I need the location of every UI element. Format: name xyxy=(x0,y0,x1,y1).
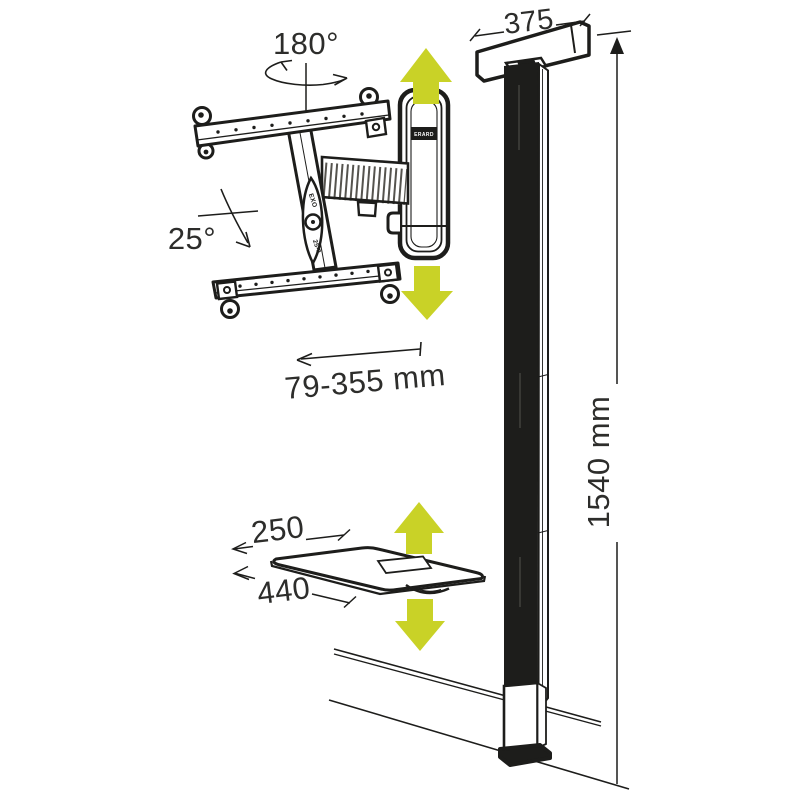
arm-badge-top-label: EXO xyxy=(307,193,318,209)
bottom-bar-edge xyxy=(214,273,400,294)
skirting-line-bottom xyxy=(333,653,602,727)
shelf-width-label: 440 xyxy=(255,570,312,611)
shelf-width-dim-arrowhead xyxy=(232,565,250,581)
wall-plate-hook xyxy=(386,211,400,235)
top-bar-left-hook-hole xyxy=(203,149,209,155)
brand-label: ERARD xyxy=(414,132,434,138)
bottom-bar-right-screw xyxy=(384,268,392,277)
depth-dim-tick xyxy=(337,528,351,542)
column-foot xyxy=(498,743,552,767)
top-mount-bar xyxy=(192,87,392,160)
depth-dim-arrowhead xyxy=(231,541,248,555)
floor-lines xyxy=(328,648,630,790)
width-dim-line-right xyxy=(555,20,586,26)
width-dim-line-left xyxy=(474,31,505,37)
shelf-support-bracket xyxy=(405,584,450,595)
up-arrow-icon xyxy=(400,48,452,104)
wall-column: 375 xyxy=(469,3,591,767)
shelf-depth-label: 250 xyxy=(249,509,306,550)
crossbar-endcap-edge xyxy=(570,24,576,54)
column-highlight-lines xyxy=(518,85,521,607)
height-dimension: 1540 mm xyxy=(581,30,632,784)
top-bar-holes xyxy=(216,112,364,134)
shelf-thickness-edge xyxy=(269,560,487,596)
bottom-bar-right-tab-hole xyxy=(387,293,393,299)
column-side-face xyxy=(537,62,549,705)
top-bar-edge xyxy=(196,114,390,141)
column-base-section xyxy=(502,681,539,754)
depth-dim-line-left xyxy=(233,545,254,550)
width-dim-tick-right xyxy=(579,13,591,27)
shelf-width-dim-line-left xyxy=(235,572,256,580)
column-base-side xyxy=(536,681,547,750)
extension-line xyxy=(300,348,421,360)
brand-plate xyxy=(410,127,438,140)
width-dimension: 375 xyxy=(469,3,591,42)
tilt-arrowhead xyxy=(235,231,251,248)
shelf-width-dimension: 440 xyxy=(232,565,357,611)
tilt-reference-line xyxy=(197,210,259,217)
tilt-arc xyxy=(220,188,249,244)
bottom-bar-holes xyxy=(238,269,370,288)
bottom-bar-left-screw xyxy=(223,286,231,294)
extension-end-tick xyxy=(419,341,422,357)
shelf-top-face xyxy=(272,546,484,592)
shelf-width-dim-line-right xyxy=(311,593,351,604)
rotation-arrow-icon xyxy=(264,59,348,86)
av-shelf: 250 440 xyxy=(231,502,487,651)
top-bar-body xyxy=(193,99,392,148)
down-arrow-icon xyxy=(401,266,453,320)
shelf-support-bracket-inner xyxy=(415,587,442,593)
skirting-line-top xyxy=(333,648,602,723)
shelf-depth-dimension: 250 xyxy=(231,509,351,555)
bottom-mount-bar xyxy=(211,261,402,319)
extension-arrow-icon xyxy=(296,341,422,367)
rotation-arrowhead-right xyxy=(332,73,348,86)
swivel-angle-label: 180° xyxy=(273,26,339,61)
top-bar-right-tab-hole xyxy=(366,93,372,99)
height-dimension-label: 1540 mm xyxy=(581,396,616,529)
rotation-arc xyxy=(264,61,348,86)
ribbed-arm xyxy=(320,155,410,218)
extension-dimension: 79-355 mm xyxy=(283,341,447,406)
shelf-width-dim-tick xyxy=(343,595,357,609)
bottom-bar-body xyxy=(211,261,402,300)
tilt-indicator: 25° xyxy=(168,188,259,256)
width-dim-tick-left xyxy=(469,28,481,42)
tilt-pivot-center xyxy=(311,220,315,224)
top-bar-end-screw xyxy=(371,122,381,132)
swivel-bracket: ERARD EXO 25-0 xyxy=(192,87,451,319)
ribbed-arm-tab xyxy=(356,200,378,218)
shelf-up-arrow-icon xyxy=(394,502,444,554)
shelf-cutout xyxy=(376,555,433,574)
shelf-down-arrow-icon xyxy=(395,599,445,651)
tilt-angle-label: 25° xyxy=(168,221,216,256)
width-dimension-label: 375 xyxy=(502,3,555,41)
tilt-arrow-icon xyxy=(220,188,251,248)
extension-arrowhead xyxy=(296,352,313,367)
arm-badge-bottom-label: 25-0 xyxy=(311,239,322,254)
rotation-arrowhead-left xyxy=(280,59,293,71)
column-front-face xyxy=(504,62,539,687)
rotation-indicator: 180° xyxy=(264,26,348,117)
top-bar-left-tab-hole xyxy=(198,112,204,118)
column-section-joints xyxy=(537,374,549,534)
floor-line xyxy=(328,699,630,790)
depth-dim-line-right xyxy=(305,534,345,541)
dimension-extension-tick xyxy=(596,30,632,36)
bottom-bar-left-tab-hole xyxy=(227,308,233,314)
